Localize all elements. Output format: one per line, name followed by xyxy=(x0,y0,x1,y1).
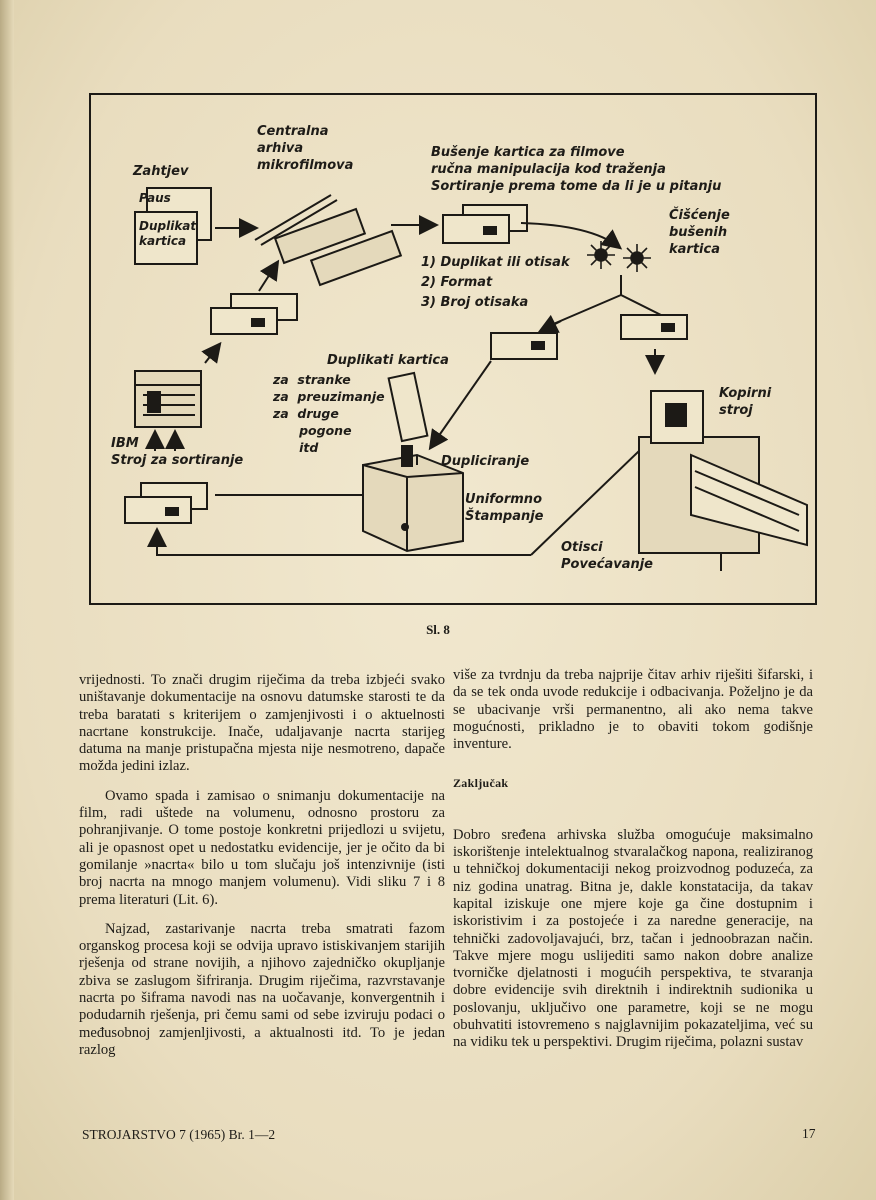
label-ibm: IBM Stroj za sortiranje xyxy=(111,436,244,468)
label-list-items: 1) Duplikat ili otisak 2) Format 3) Broj… xyxy=(421,255,570,310)
paragraph: Ovamo spada i zamisao o snimanju dokumen… xyxy=(79,787,445,908)
label-paus: Paus xyxy=(139,191,171,205)
label-duplikati-list: za stranke za preuzimanje za druge pogon… xyxy=(273,372,385,455)
label-zahtjev: Zahtjev xyxy=(133,164,189,179)
arrow-cards-cleaning xyxy=(520,222,623,250)
right-column: više za tvrdnju da treba najprije čitav … xyxy=(453,667,813,1064)
page-number: 17 xyxy=(802,1126,816,1141)
paragraph: Najzad, zastarivanje nacrta treba smatra… xyxy=(79,920,445,1058)
label-busenje: Bušenje kartica za filmove ručna manipul… xyxy=(431,145,722,194)
label-uniformno: Uniformno Štampanje xyxy=(465,492,544,524)
left-card-front xyxy=(210,307,278,335)
section-heading: Zaključak xyxy=(453,776,509,791)
punch-card-right xyxy=(620,314,688,340)
journal-footer: STROJARSTVO 7 (1965) Br. 1—2 xyxy=(82,1127,276,1142)
archive-tray-2 xyxy=(273,207,367,265)
bottom-card-front xyxy=(124,496,192,524)
archive-tray-3 xyxy=(309,229,403,287)
paragraph: više za tvrdnju da treba najprije čitav … xyxy=(453,667,813,753)
figure-frame: Zahtjev Paus Duplikat kartica Centralna … xyxy=(89,93,817,605)
punch-card-front xyxy=(442,214,510,244)
paragraph: Dobro sređena arhivska služba omogućuje … xyxy=(453,826,813,1051)
label-duplikat-kartica: Duplikat kartica xyxy=(139,219,197,248)
ibm-sorter xyxy=(134,370,202,428)
label-duplikati-kartica: Duplikati kartica xyxy=(327,353,449,368)
label-centralna-arhiva: Centralna arhiva mikrofilmova xyxy=(257,124,354,173)
archive-tray-1 xyxy=(254,194,338,246)
punch-card-middle xyxy=(490,332,558,360)
binding-edge xyxy=(0,0,14,1200)
return-arrow xyxy=(147,527,531,556)
duplikat-sheet xyxy=(134,211,198,265)
flow-diagram xyxy=(124,187,808,571)
figure-caption: Sl. 8 xyxy=(426,622,450,637)
label-dupliciranje: Dupliciranje xyxy=(441,454,530,469)
label-otisci: Otisci Povećavanje xyxy=(561,540,654,572)
left-column: vrijednosti. To znači drugim riječima da… xyxy=(79,672,445,1071)
label-ciscenje: Čišćenje bušenih kartica xyxy=(669,208,730,257)
label-kopirni: Kopirni stroj xyxy=(719,386,772,418)
arrow-card-duplicator xyxy=(428,360,492,451)
paragraph: vrijednosti. To znači drugim riječima da… xyxy=(79,672,445,775)
